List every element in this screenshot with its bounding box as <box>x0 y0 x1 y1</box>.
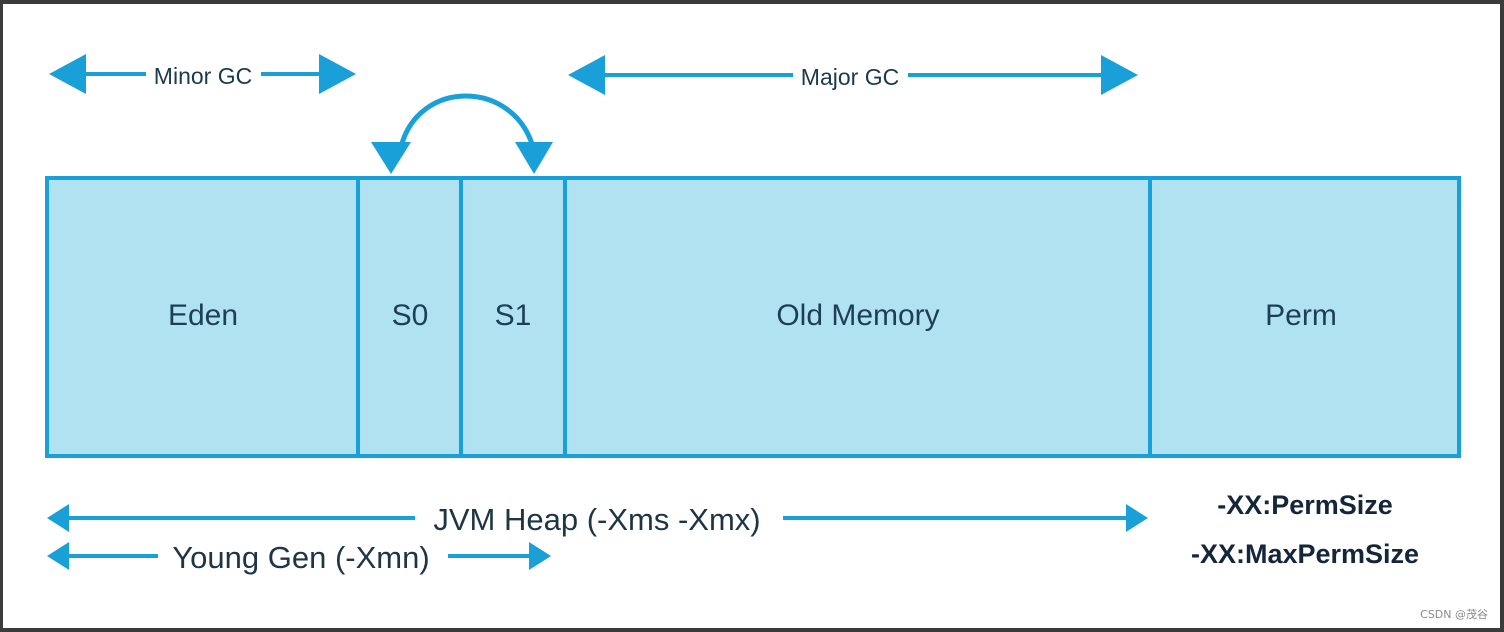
minor-gc-label: Minor GC <box>154 63 252 89</box>
diagram-canvas: Minor GC Major GC <box>3 4 1500 628</box>
max-perm-size-flag: -XX:MaxPermSize <box>1191 539 1419 569</box>
jvm-memory-diagram: Minor GC Major GC <box>45 54 1461 575</box>
eden-segment <box>45 176 360 458</box>
major-gc-right-arrowhead <box>1101 55 1138 95</box>
young-gen-arrow: Young Gen (-Xmn) <box>47 540 551 575</box>
heap-segments: Eden S0 S1 Old Memory Perm <box>45 176 1461 458</box>
major-gc-label: Major GC <box>801 64 899 90</box>
swap-right-arrowhead <box>515 142 553 174</box>
watermark: CSDN @茂谷 <box>1420 608 1488 621</box>
jvm-heap-arrow: JVM Heap (-Xms -Xmx) <box>47 502 1148 537</box>
major-gc-left-arrowhead <box>568 55 605 95</box>
swap-left-arrowhead <box>371 142 411 174</box>
perm-size-flag: -XX:PermSize <box>1217 490 1393 520</box>
eden-label: Eden <box>168 299 238 332</box>
young-gen-label: Young Gen (-Xmn) <box>172 540 429 575</box>
old-memory-segment <box>563 176 1152 458</box>
jvm-heap-left-arrowhead <box>47 504 69 532</box>
major-gc-arrow: Major GC <box>568 55 1138 95</box>
minor-gc-right-arrowhead <box>319 54 356 94</box>
young-gen-right-arrowhead <box>529 542 551 570</box>
survivor-swap-arrow <box>371 93 553 174</box>
s0-segment <box>356 176 463 458</box>
s1-segment <box>459 176 567 458</box>
minor-gc-left-arrowhead <box>49 54 86 94</box>
jvm-heap-label: JVM Heap (-Xms -Xmx) <box>433 502 760 537</box>
old-memory-label: Old Memory <box>776 299 939 332</box>
s1-label: S1 <box>495 299 532 332</box>
jvm-heap-right-arrowhead <box>1126 504 1148 532</box>
s0-label: S0 <box>392 299 429 332</box>
perm-segment <box>1148 176 1461 458</box>
minor-gc-arrow: Minor GC <box>49 54 356 94</box>
young-gen-left-arrowhead <box>47 542 69 570</box>
perm-label: Perm <box>1265 299 1337 332</box>
